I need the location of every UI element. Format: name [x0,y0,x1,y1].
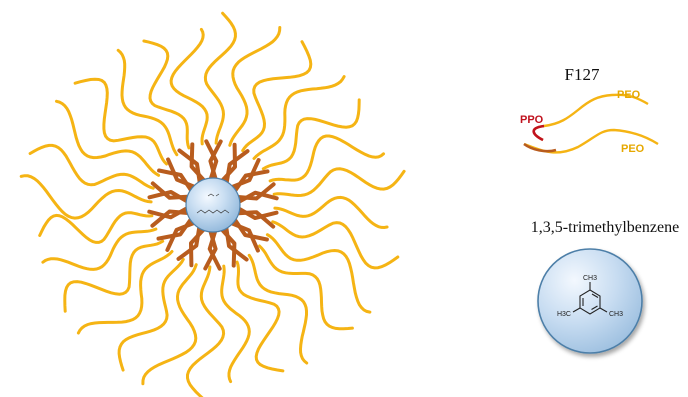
peo-chain [19,174,153,220]
tmb-title: 1,3,5-trimethylbenzene [531,219,679,236]
peo-chain [258,244,354,331]
peo-chain [63,239,165,313]
f127-title: F127 [565,65,600,84]
ppo-chain [219,226,237,268]
peo-chain [220,264,251,384]
peo-chain [38,211,154,244]
benzene-ring [572,282,608,315]
peo-chain [55,99,161,177]
ppo-chain [150,181,192,200]
peo-chain [265,233,372,314]
ppo-chain [234,210,276,229]
methyl-top-label: CH3 [583,275,597,282]
ppo-chain [156,216,194,241]
peo-chain [272,167,406,198]
ppo-chain [224,149,250,186]
tmb-sphere [537,248,643,354]
peo-chain [273,195,389,230]
f127-legend: F127 PPO PEO PEO [520,65,659,155]
methyl-left-label: H3C [557,311,571,318]
peo-chain [268,134,385,183]
ppo-chain [228,220,260,253]
peo-chain [73,77,168,166]
ppo-label: PPO [520,114,544,126]
ppo-chain [147,205,191,220]
peo-chain [141,263,198,386]
peo-chain [76,250,174,335]
ppo-chain [166,157,198,190]
micelle-core [185,177,241,233]
ppo-core-chains [147,139,279,271]
ppo-chain [232,169,270,194]
ppo-chain [208,139,223,183]
peo-chain [117,257,185,372]
peo-chain [116,48,179,157]
peo-chain [186,265,226,397]
peo-chain [41,227,158,271]
peo-chain [247,253,309,365]
peo-chain [169,27,209,146]
ppo-chain [203,227,218,271]
micelle [19,11,406,397]
ppo-chain-highlight [532,124,545,142]
core-molecule-sketch [196,209,230,214]
peo-chain [142,39,191,150]
core-sphere [185,177,241,233]
peo-chain [252,75,346,160]
peo-label-top: PEO [617,89,641,101]
methyl-right-label: CH3 [609,311,623,318]
core-molecule-sketch-top [207,193,220,197]
peo-chain [271,220,400,270]
peo-chain [241,40,313,153]
peo-chain [203,11,237,145]
ppo-chain-segment [523,142,557,153]
peo-chain [261,98,361,171]
ppo-chain [176,224,202,261]
peo-chain [28,143,155,190]
peo-chain [235,260,285,373]
ppo-chain [189,142,207,184]
peo-chain [228,26,282,147]
ppo-chain [235,190,279,205]
peo-label-bottom: PEO [621,143,645,155]
peo-corona [19,11,406,397]
tmb-legend: 1,3,5-trimethylbenzene CH3 H3C CH3 [531,219,679,354]
